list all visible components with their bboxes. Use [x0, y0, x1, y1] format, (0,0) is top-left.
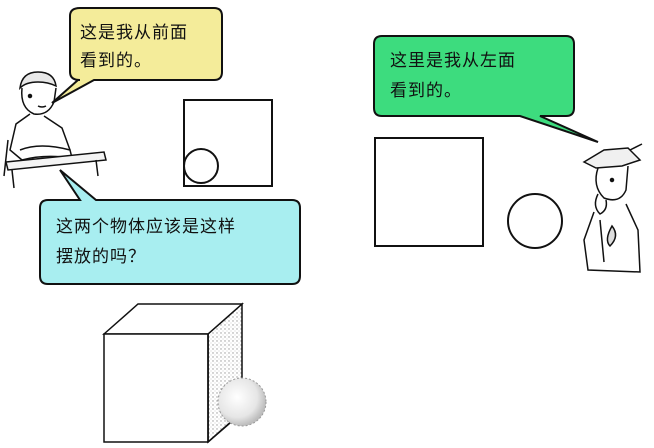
boy-thinking-icon [582, 143, 643, 273]
front-view-line-2: 看到的。 [80, 51, 152, 71]
left-view-square [374, 137, 484, 247]
front-view-line-1: 这是我从前面 [80, 23, 188, 43]
sphere [217, 377, 267, 427]
left-view-line-2: 看到的。 [390, 81, 462, 101]
question-line-1: 这两个物体应该是这样 [56, 217, 236, 237]
question-bubble: 这两个物体应该是这样 摆放的吗？ [39, 169, 301, 285]
question-line-2: 摆放的吗？ [56, 247, 146, 267]
cube-front-face [103, 333, 209, 443]
front-view-circle [183, 148, 219, 184]
left-view-bubble: 这里是我从左面 看到的。 [373, 35, 599, 143]
front-view-bubble: 这是我从前面 看到的。 [51, 7, 223, 104]
front-view-drawing [183, 99, 273, 187]
boy-at-desk-icon [3, 71, 107, 189]
left-view-drawing [374, 137, 563, 249]
left-view-line-1: 这里是我从左面 [390, 51, 516, 71]
left-view-circle [507, 193, 563, 249]
cube-with-sphere-drawing [102, 302, 267, 444]
